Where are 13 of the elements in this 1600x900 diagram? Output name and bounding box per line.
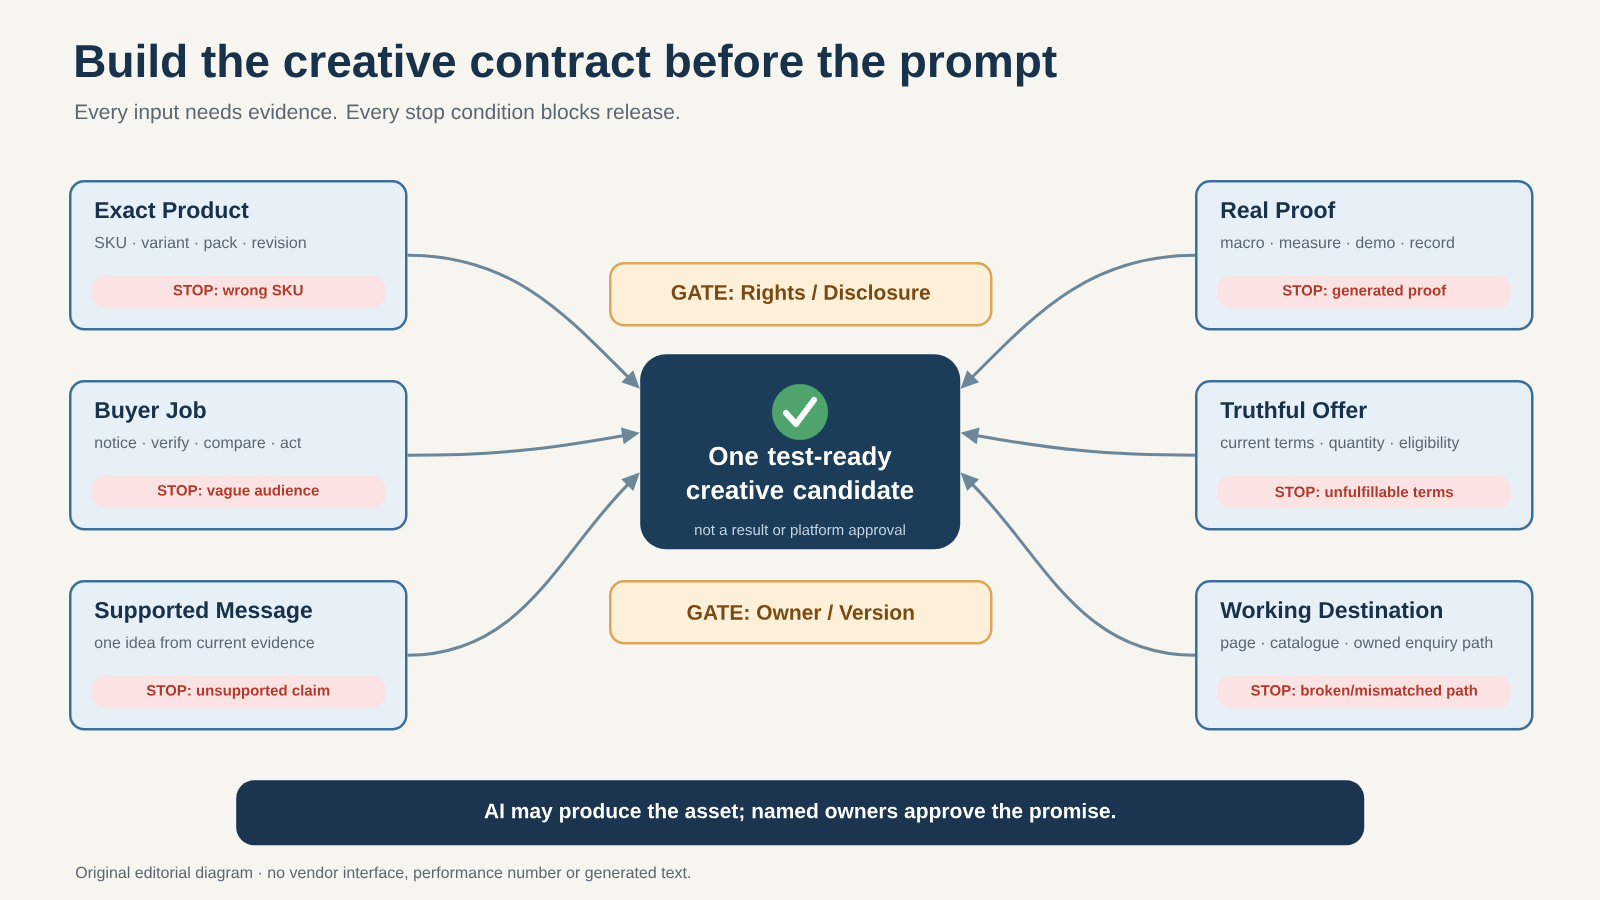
banner: AI may produce the asset; named owners approve the promise. <box>236 780 1365 846</box>
stop-pill: STOP: broken/mismatched path <box>1217 675 1512 709</box>
stop-pill: STOP: unsupported claim <box>91 675 386 709</box>
gate-box: GATE: Rights / Disclosure <box>609 262 993 327</box>
gate-box: GATE: Owner / Version <box>609 580 993 645</box>
title: Build the creative contract before the prompt <box>76 43 1057 87</box>
stop-pill: STOP: vague audience <box>91 475 386 509</box>
subtitle: Every input needs evidence. Every stop condition blocks release. <box>75 103 679 124</box>
footnote: Original editorial diagram · no vendor interface, performance number or generated text. <box>75 866 690 882</box>
result-box: One test-ready creative candidate not a result or platform approval <box>640 354 961 550</box>
stop-pill: STOP: generated proof <box>1217 275 1512 309</box>
stop-pill: STOP: unfulfillable terms <box>1217 475 1512 509</box>
stop-pill: STOP: wrong SKU <box>91 275 386 309</box>
